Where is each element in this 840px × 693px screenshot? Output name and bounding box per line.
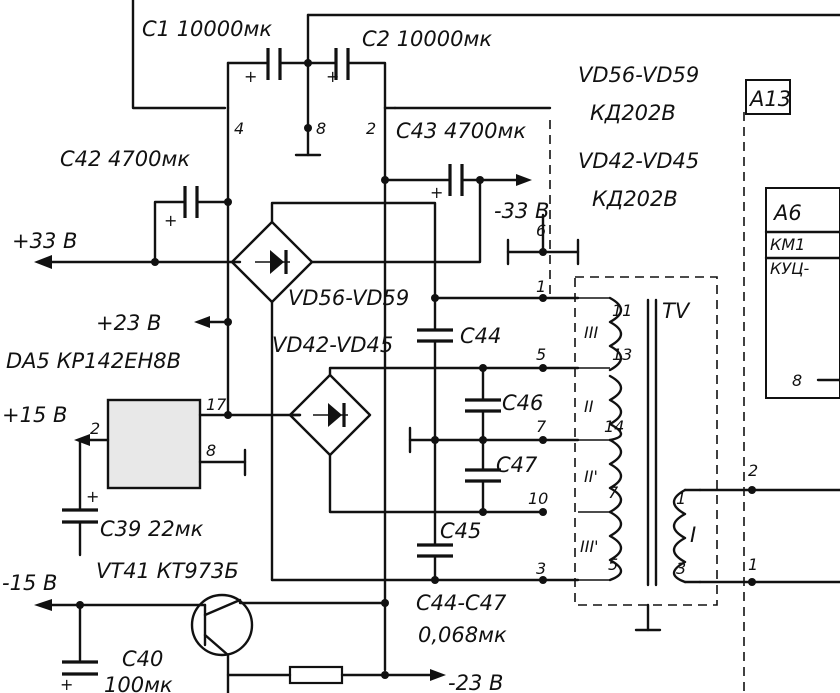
label-winding-3: III	[584, 323, 598, 342]
label-km1: КМ1	[770, 235, 805, 254]
plus-c2: +	[326, 67, 339, 86]
capacitor-c42	[151, 186, 230, 266]
label-vd-top4: КД202В	[592, 187, 678, 211]
pin-6: 6	[536, 221, 546, 240]
capacitor-c43	[383, 164, 532, 196]
label-c47: C47	[496, 453, 538, 477]
tap-7: 7	[608, 483, 619, 502]
label-c43: C43 4700мк	[396, 119, 526, 143]
conn-1: 1	[748, 555, 758, 574]
tap-14: 14	[604, 417, 624, 436]
plus-c43: +	[430, 183, 443, 202]
label-minus33: -33 В	[494, 199, 549, 223]
label-kyc: КУЦ-	[770, 259, 810, 278]
label-bridge1: VD56-VD59	[288, 286, 409, 310]
tap-5: 5	[608, 555, 618, 574]
label-plus15: +15 В	[2, 403, 67, 427]
transistor-vt41	[34, 593, 446, 693]
rail-plus23	[194, 316, 230, 328]
label-plus33: +33 В	[12, 229, 77, 253]
label-c2: C2 10000мк	[362, 27, 492, 51]
label-c44: C44	[460, 324, 501, 348]
label-winding-2p: II'	[584, 467, 598, 486]
plus-c39: +	[86, 487, 99, 506]
label-vt41: VT41 КТ973Б	[96, 559, 239, 583]
tap-1: 1	[676, 489, 686, 508]
label-minus23: -23 В	[448, 671, 503, 693]
top-capacitor-bank	[131, 0, 840, 300]
bridge-vd42-vd45	[288, 366, 580, 514]
label-winding-2: II	[584, 397, 594, 416]
label-winding-1: I	[690, 523, 696, 547]
label-da5: DA5 КР142ЕН8В	[6, 349, 181, 373]
regulator-da5	[74, 398, 302, 490]
label-c44-c47: C44-C47	[416, 591, 507, 615]
pin-7: 7	[536, 417, 547, 436]
label-plus23: +23 В	[96, 311, 161, 335]
bridge-vd56-vd59	[230, 176, 484, 582]
capacitor-c39	[62, 438, 98, 557]
module-a13	[698, 79, 840, 693]
plus-c1: +	[244, 67, 257, 86]
pin-3: 3	[536, 559, 546, 578]
pin-1: 1	[536, 277, 546, 296]
label-tv: TV	[662, 299, 691, 323]
transformer-tv	[574, 276, 718, 632]
minus33-terminal	[506, 213, 580, 266]
rail-plus33	[34, 255, 242, 269]
pin-8b: 8	[206, 441, 216, 460]
pin-2b: 2	[90, 419, 100, 438]
pin-2: 2	[366, 119, 376, 138]
conn-2: 2	[748, 461, 758, 480]
label-bridge2: VD42-VD45	[272, 333, 393, 357]
label-vd-top1: VD56-VD59	[578, 63, 699, 87]
pin-4: 4	[234, 119, 244, 138]
tap-3: 3	[676, 559, 686, 578]
plus-c40: +	[60, 675, 73, 693]
tap-13: 13	[612, 345, 632, 364]
label-c44-c47-value: 0,068мк	[418, 623, 507, 647]
pin-10: 10	[528, 489, 548, 508]
label-c46: C46	[502, 391, 543, 415]
label-c1: C1 10000мк	[142, 17, 272, 41]
labels: C1 10000мк C2 10000мк C42 4700мк C43 470…	[2, 17, 810, 693]
tap-11: 11	[612, 301, 632, 320]
plus-c42: +	[164, 211, 177, 230]
label-c40: C40	[122, 647, 163, 671]
label-vd-top3: VD42-VD45	[578, 149, 699, 173]
label-minus15: -15 В	[2, 571, 57, 595]
main-rails	[224, 106, 389, 672]
label-a6: A6	[772, 201, 802, 225]
conn-8: 8	[792, 371, 802, 390]
pin-17: 17	[206, 395, 227, 414]
label-c40-value: 100мк	[104, 673, 173, 693]
label-c42: C42 4700мк	[60, 147, 190, 171]
filter-capacitors	[270, 294, 580, 584]
label-c39: C39 22мк	[100, 517, 204, 541]
label-winding-3p: III'	[580, 537, 599, 556]
label-a13: A13	[748, 87, 791, 111]
pin-8: 8	[316, 119, 326, 138]
pin-5: 5	[536, 345, 546, 364]
label-vd-top2: КД202В	[590, 101, 676, 125]
label-c45: C45	[440, 519, 481, 543]
